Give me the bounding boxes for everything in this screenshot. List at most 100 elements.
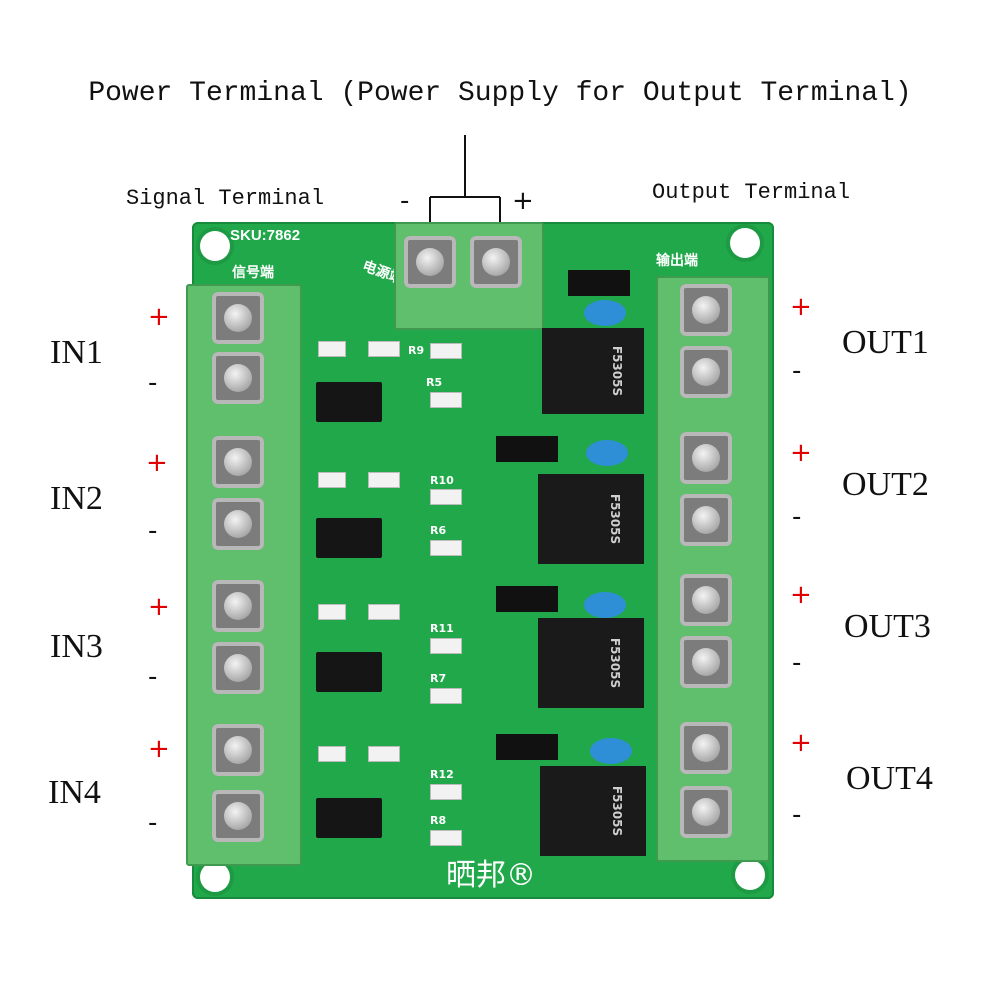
screw-icon (680, 786, 732, 838)
blue-capacitor (586, 440, 628, 466)
diode-component (496, 436, 558, 462)
mosfet-marking: F5305S (610, 345, 625, 397)
screw-icon (470, 236, 522, 288)
smd-resistor (430, 343, 462, 359)
in2-plus-sign: + (146, 448, 168, 478)
optocoupler-chip (316, 652, 382, 692)
out1-plus-sign: + (790, 292, 812, 322)
in3-label: IN3 (50, 628, 103, 665)
smd-resistor (430, 830, 462, 846)
screw-icon (680, 432, 732, 484)
diode-component (496, 734, 558, 760)
smd-resistor (430, 392, 462, 408)
smd-resistor (430, 489, 462, 505)
output-terminal-caption: Output Terminal (652, 180, 851, 205)
signal-terminal-caption: Signal Terminal (126, 186, 325, 211)
resistor-label: R9 (408, 344, 425, 357)
in3-plus-sign: + (148, 592, 170, 622)
resistor-label: R10 (430, 474, 454, 487)
power-plus-sign: + (512, 186, 534, 216)
signal-silkscreen: 信号端 (232, 265, 274, 281)
resistor-label: R7 (430, 672, 447, 685)
smd-resistor (430, 540, 462, 556)
smd-resistor (318, 341, 346, 357)
screw-icon (212, 352, 264, 404)
smd-led (368, 746, 400, 762)
sku-silkscreen: SKU:7862 (230, 227, 301, 244)
screw-icon (212, 724, 264, 776)
mounting-hole-icon (730, 228, 760, 258)
screw-icon (680, 494, 732, 546)
mounting-hole-icon (735, 860, 765, 890)
mosfet-marking: F5305S (608, 493, 623, 545)
screw-icon (680, 284, 732, 336)
screw-icon (212, 642, 264, 694)
screw-icon (404, 236, 456, 288)
mosfet-chip (538, 618, 644, 708)
out3-plus-sign: + (790, 580, 812, 610)
out4-label: OUT4 (846, 760, 933, 797)
mosfet-marking: F5305S (608, 637, 623, 689)
mounting-hole-icon (200, 231, 230, 261)
resistor-label: R6 (430, 524, 447, 537)
mounting-hole-icon (200, 862, 230, 892)
in4-plus-sign: + (148, 734, 170, 764)
out2-minus-sign: - (792, 502, 802, 532)
out2-plus-sign: + (790, 438, 812, 468)
smd-resistor (430, 784, 462, 800)
blue-capacitor (590, 738, 632, 764)
output-silkscreen: 输出端 (656, 253, 698, 269)
out1-label: OUT1 (842, 324, 929, 361)
smd-resistor (318, 472, 346, 488)
optocoupler-chip (316, 798, 382, 838)
smd-led (368, 604, 400, 620)
smd-resistor (430, 638, 462, 654)
diode-component (568, 270, 630, 296)
optocoupler-chip (316, 518, 382, 558)
smd-led (368, 341, 400, 357)
brand-logo: 晒邦® (446, 858, 536, 893)
smd-led (368, 472, 400, 488)
out3-minus-sign: - (792, 648, 802, 678)
in1-minus-sign: - (148, 368, 158, 398)
screw-icon (212, 580, 264, 632)
mosfet-marking: F5305S (610, 785, 625, 837)
out2-label: OUT2 (842, 466, 929, 503)
in2-label: IN2 (50, 480, 103, 517)
resistor-label: R5 (426, 376, 443, 389)
blue-capacitor (584, 592, 626, 618)
mosfet-chip (540, 766, 646, 856)
in1-plus-sign: + (148, 302, 170, 332)
power-minus-sign: - (400, 186, 410, 216)
screw-icon (212, 498, 264, 550)
out3-label: OUT3 (844, 608, 931, 645)
power-terminal-caption: Power Terminal (Power Supply for Output … (88, 78, 912, 109)
blue-capacitor (584, 300, 626, 326)
out1-minus-sign: - (792, 356, 802, 386)
out4-minus-sign: - (792, 800, 802, 830)
in2-minus-sign: - (148, 516, 158, 546)
in4-label: IN4 (48, 774, 101, 811)
resistor-label: R12 (430, 768, 454, 781)
mosfet-chip (538, 474, 644, 564)
screw-icon (680, 636, 732, 688)
screw-icon (212, 790, 264, 842)
screw-icon (680, 722, 732, 774)
diode-component (496, 586, 558, 612)
optocoupler-chip (316, 382, 382, 422)
smd-resistor (318, 604, 346, 620)
in4-minus-sign: - (148, 808, 158, 838)
resistor-label: R8 (430, 814, 447, 827)
mosfet-chip (542, 328, 644, 414)
smd-resistor (430, 688, 462, 704)
in3-minus-sign: - (148, 662, 158, 692)
screw-icon (680, 346, 732, 398)
screw-icon (212, 292, 264, 344)
resistor-label: R11 (430, 622, 454, 635)
out4-plus-sign: + (790, 728, 812, 758)
screw-icon (680, 574, 732, 626)
smd-resistor (318, 746, 346, 762)
in1-label: IN1 (50, 334, 103, 371)
screw-icon (212, 436, 264, 488)
